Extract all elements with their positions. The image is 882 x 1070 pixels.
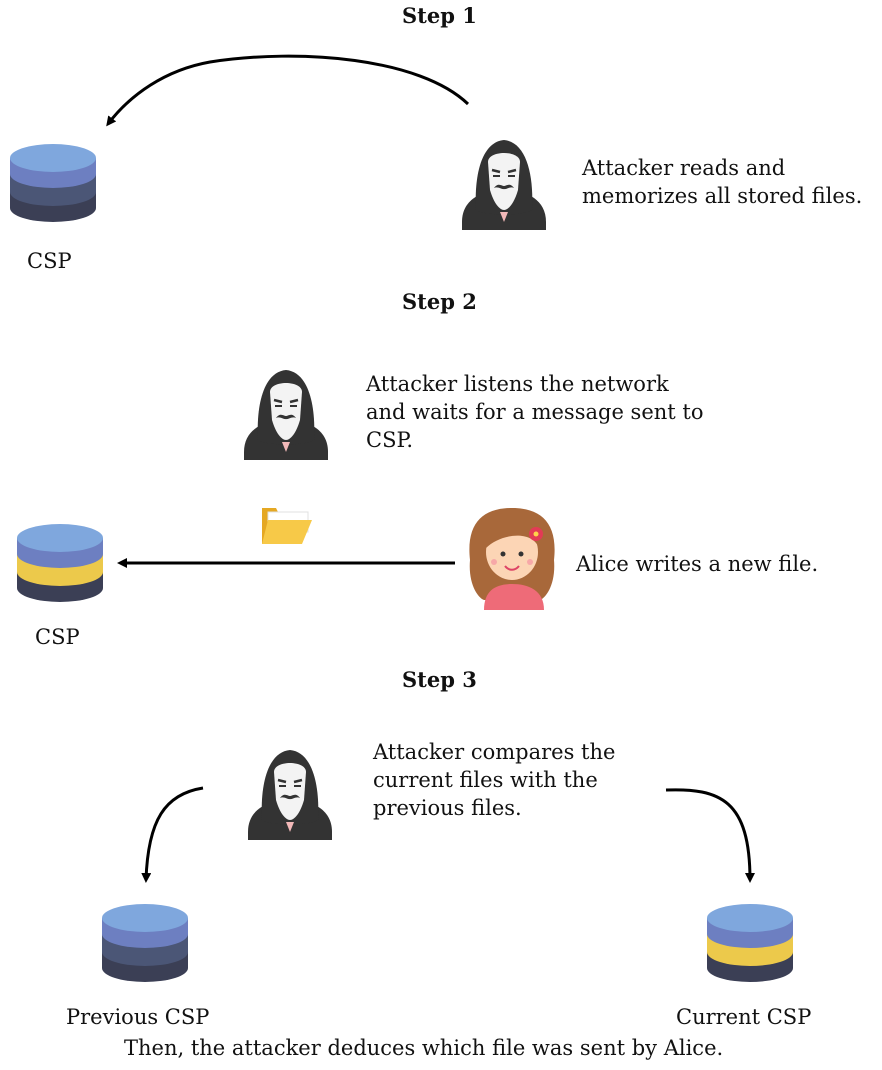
step3-attacker-icon: [246, 748, 334, 842]
step2-caption-line: CSP.: [366, 428, 414, 452]
current-csp-label: Current CSP: [676, 1005, 812, 1029]
step1-csp-database: [10, 144, 96, 222]
alice-icon: [469, 508, 555, 610]
step2-caption-line: Attacker listens the network: [366, 372, 669, 396]
step2-csp-label: CSP: [35, 625, 80, 649]
step1-csp-label: CSP: [27, 249, 72, 273]
step1-caption-line: Attacker reads and: [582, 156, 786, 180]
step2-title: Step 2: [402, 289, 477, 314]
step3-right-arrow: [665, 788, 755, 883]
step1-caption: Attacker reads and memorizes all stored …: [582, 154, 862, 210]
step3-left-arrow: [141, 786, 204, 883]
previous-csp-label: Previous CSP: [66, 1005, 210, 1029]
current-csp-database: [707, 904, 793, 982]
step1-caption-line: memorizes all stored files.: [582, 184, 863, 208]
step2-attacker-caption: Attacker listens the network and waits f…: [366, 370, 703, 454]
step1-read-arrow: [106, 54, 470, 127]
previous-csp-database: [102, 904, 188, 982]
step3-attacker-caption: Attacker compares the current files with…: [373, 738, 615, 822]
step2-caption-line: and waits for a message sent to: [366, 400, 704, 424]
step3-caption-line: current files with the: [373, 768, 598, 792]
step2-csp-database: [17, 524, 103, 602]
step1-title: Step 1: [402, 3, 477, 28]
alice-caption: Alice writes a new file.: [576, 552, 819, 576]
step3-caption-line: Attacker compares the: [373, 740, 616, 764]
step1-attacker-icon: [460, 138, 548, 232]
folder-icon: [262, 508, 312, 544]
step3-caption-line: previous files.: [373, 796, 522, 820]
step2-attacker-icon: [242, 368, 330, 462]
conclusion-text: Then, the attacker deduces which file wa…: [124, 1036, 724, 1060]
step3-title: Step 3: [402, 667, 477, 692]
